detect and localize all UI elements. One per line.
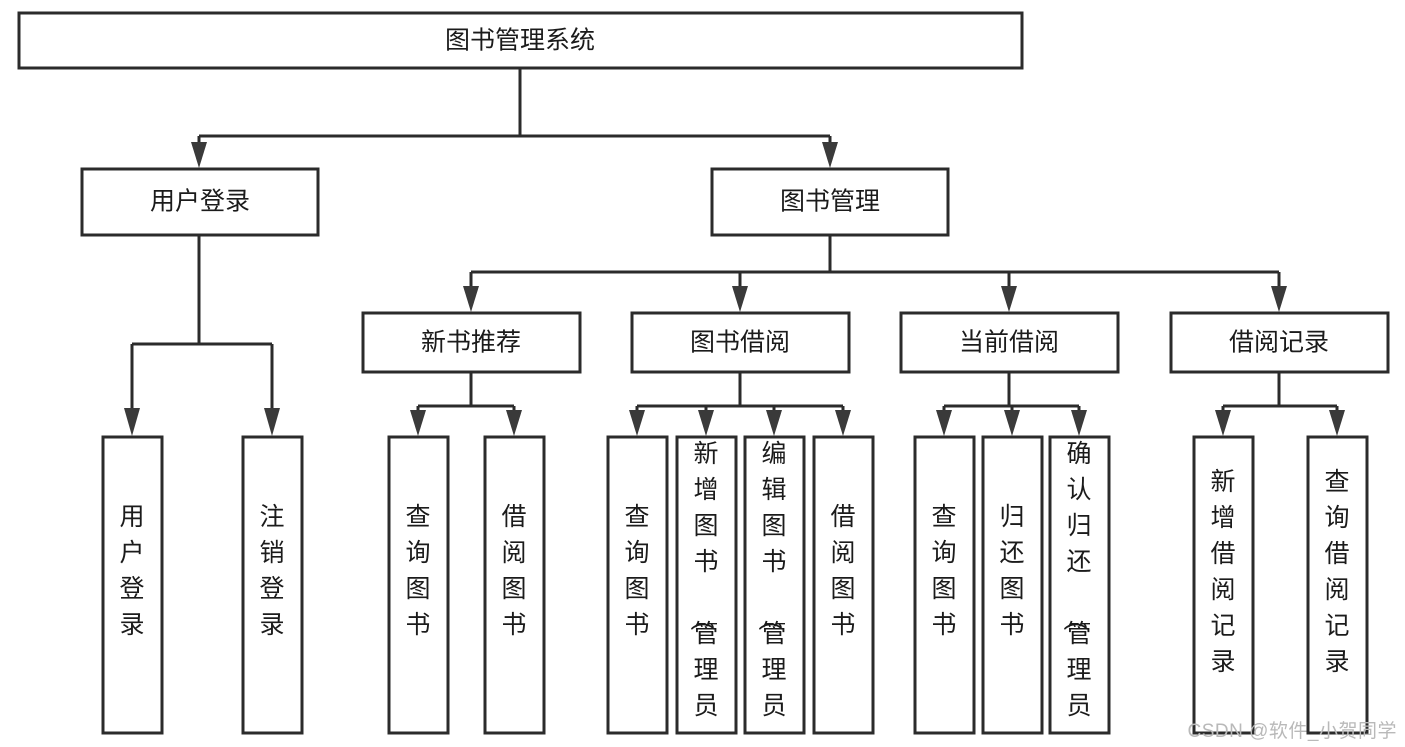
node-borrow-record-label: 借阅记录 [1229,329,1329,357]
node-book-borrow-label: 图书借阅 [690,329,790,357]
leaf-query-record-label: 查询借阅记录 [1324,468,1349,676]
arrow-head-leaf-query-book-1 [410,410,426,436]
leaf-confirm-return[interactable]: 确认归还（管理员） [1048,435,1111,747]
node-new-book-recommend-label: 新书推荐 [421,329,521,357]
leaf-query-book-1-label: 查询图书 [405,503,430,639]
node-current-borrow[interactable]: 当前借阅 [899,311,1120,374]
node-root[interactable]: 图书管理系统 [17,11,1024,70]
leaf-query-record[interactable]: 查询借阅记录 [1306,435,1369,735]
arrow-head-leaf-borrow-book-1 [506,410,522,436]
arrow-head-leaf-query-book-3 [936,410,952,436]
node-user-login-label: 用户登录 [150,188,250,216]
leaf-borrow-book-2[interactable]: 借阅图书 [812,435,875,735]
node-borrow-record-box[interactable] [1169,311,1390,374]
arrow-head-leaf-add-record [1215,410,1231,436]
node-book-manage-box[interactable] [710,167,950,237]
arrow-head-leaf-add-book [698,410,714,436]
leaf-return-book[interactable]: 归还图书 [981,435,1044,735]
leaf-query-book-2-box[interactable] [606,435,669,735]
arrow-head-leaf-borrow-book-2 [835,410,851,436]
leaf-add-record-box[interactable] [1192,435,1255,735]
leaf-query-book-1-box[interactable] [387,435,450,735]
leaf-logout-login-label: 注销登录 [259,503,284,639]
node-root-box[interactable] [17,11,1024,70]
leaf-return-book-box[interactable] [981,435,1044,735]
node-book-borrow[interactable]: 图书借阅 [630,311,851,374]
node-new-book-recommend-box[interactable] [361,311,582,374]
leaf-add-record-label: 新增借阅记录 [1210,468,1235,676]
arrow-head-leaf-return-book [1004,410,1020,436]
leaf-edit-book-box[interactable] [743,435,806,735]
arrow-head-book-manage [822,142,838,168]
leaf-add-book-label: 新增图书（管理员） [687,440,718,747]
leaf-query-book-1[interactable]: 查询图书 [387,435,450,735]
node-borrow-record[interactable]: 借阅记录 [1169,311,1390,374]
leaf-add-book[interactable]: 新增图书（管理员） [675,435,738,747]
node-current-borrow-label: 当前借阅 [959,329,1059,357]
arrow-head-borrow-record [1271,286,1287,312]
leaf-edit-book[interactable]: 编辑图书（管理员） [743,435,806,747]
arrow-head-leaf-logout-login [264,408,280,436]
leaf-add-book-box[interactable] [675,435,738,735]
leaf-borrow-book-1[interactable]: 借阅图书 [483,435,546,735]
arrow-head-leaf-user-login [124,408,140,436]
leaf-borrow-book-2-box[interactable] [812,435,875,735]
node-current-borrow-box[interactable] [899,311,1120,374]
leaf-query-book-3[interactable]: 查询图书 [913,435,976,735]
node-new-book-recommend[interactable]: 新书推荐 [361,311,582,374]
leaf-query-book-2-label: 查询图书 [624,503,649,639]
arrow-head-new-book-recommend [463,286,479,312]
connector-layer [124,68,1345,436]
leaf-user-login-box[interactable] [101,435,164,735]
leaf-logout-login[interactable]: 注销登录 [241,435,304,735]
node-book-borrow-box[interactable] [630,311,851,374]
arrow-head-book-borrow [732,286,748,312]
arrow-head-leaf-edit-book [766,410,782,436]
arrow-head-current-borrow [1001,286,1017,312]
leaf-query-book-3-label: 查询图书 [931,503,956,639]
leaf-borrow-book-2-label: 借阅图书 [830,503,855,639]
leaf-confirm-return-label: 确认归还（管理员） [1060,440,1091,747]
leaf-query-book-3-box[interactable] [913,435,976,735]
leaf-user-login-label: 用户登录 [119,503,144,639]
leaf-confirm-return-box[interactable] [1048,435,1111,735]
leaf-query-book-2[interactable]: 查询图书 [606,435,669,735]
arrow-head-leaf-query-book-2 [629,410,645,436]
leaf-borrow-book-1-box[interactable] [483,435,546,735]
leaf-borrow-book-1-label: 借阅图书 [501,503,526,639]
node-book-manage[interactable]: 图书管理 [710,167,950,237]
leaf-query-record-box[interactable] [1306,435,1369,735]
node-user-login[interactable]: 用户登录 [80,167,320,237]
leaf-add-record[interactable]: 新增借阅记录 [1192,435,1255,735]
arrow-head-leaf-query-record [1329,410,1345,436]
arrow-head-leaf-confirm-return [1071,410,1087,436]
leaf-user-login[interactable]: 用户登录 [101,435,164,735]
arrow-head-user-login [191,142,207,168]
node-book-manage-label: 图书管理 [780,188,880,216]
node-user-login-box[interactable] [80,167,320,237]
leaf-edit-book-label: 编辑图书（管理员） [755,440,786,747]
leaf-return-book-label: 归还图书 [999,503,1024,639]
leaf-logout-login-box[interactable] [241,435,304,735]
node-root-label: 图书管理系统 [445,27,595,55]
